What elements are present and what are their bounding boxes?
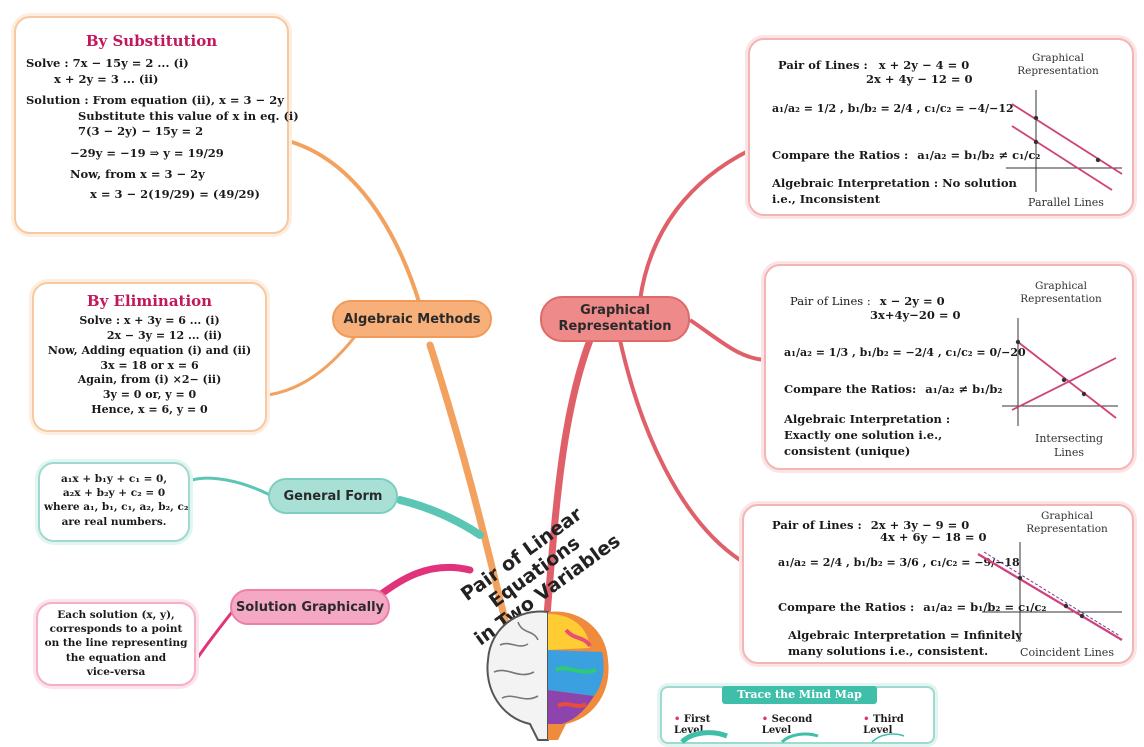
coincident-pair-label: Pair of Lines :	[772, 518, 862, 532]
graphical-representation-node: Graphical Representation	[540, 296, 690, 342]
elimination-line: Again, from (i) ×2− (ii)	[77, 373, 222, 387]
parallel-ratios: a₁/a₂ = 1/2 , b₁/b₂ = 2/4 , c₁/c₂ = −4/−…	[772, 102, 1014, 115]
substitution-line: Solve : 7x − 15y = 2 ... (i)	[26, 56, 189, 70]
parallel-card: Pair of Lines : x + 2y − 4 = 0 2x + 4y −…	[748, 38, 1134, 216]
solution-line: corresponds to a point	[49, 623, 183, 636]
general-form-line: where a₁, b₁, c₁, a₂, b₂, c₂	[44, 501, 189, 514]
elimination-line: 2x − 3y = 12 ... (ii)	[106, 328, 223, 342]
intersecting-compare-label: Compare the Ratios:	[784, 382, 917, 396]
parallel-caption: Parallel Lines	[1028, 196, 1104, 209]
intersecting-pair-label: Pair of Lines :	[790, 294, 871, 308]
elimination-line: Hence, x = 6, y = 0	[91, 403, 208, 417]
parallel-compare-label: Compare the Ratios :	[772, 148, 909, 162]
intersecting-card: Pair of Lines : x − 2y = 0 3x+4y−20 = 0 …	[764, 264, 1134, 470]
intersecting-caption-2: Lines	[1053, 446, 1085, 460]
legend-title-banner: Trace the Mind Map	[722, 686, 877, 704]
elimination-line: Now, Adding equation (i) and (ii)	[47, 343, 252, 357]
parallel-graph-title-1: Graphical	[1031, 52, 1084, 64]
intersecting-interpretation: Algebraic Interpretation :	[784, 412, 951, 426]
coincident-card: Pair of Lines : 2x + 3y − 9 = 0 4x + 6y …	[742, 504, 1134, 664]
legend-curves	[680, 730, 905, 744]
legend-level-1-label: First Level	[674, 714, 711, 736]
algebraic-methods-label: Algebraic Methods	[343, 311, 481, 327]
general-form-line: a₂x + b₂y + c₂ = 0	[62, 487, 166, 500]
substitution-card: By Substitution Solve : 7x − 15y = 2 ...…	[14, 16, 299, 234]
graphical-label-1: Graphical	[580, 303, 650, 319]
parallel-graph-title-2: Representation	[1017, 64, 1099, 77]
coincident-compare-label: Compare the Ratios :	[778, 600, 915, 614]
coincident-interpretation-2: many solutions i.e., consistent.	[788, 644, 989, 658]
solution-line: Each solution (x, y),	[57, 609, 175, 621]
coincident-eq1: 2x + 3y − 9 = 0	[870, 518, 970, 532]
legend-level-2: • Second Level	[761, 714, 813, 736]
parallel-eq2: 2x + 4y − 12 = 0	[866, 72, 973, 86]
elimination-card: By Elimination Solve : x + 3y = 6 ... (i…	[32, 282, 267, 432]
substitution-title: By Substitution	[85, 32, 218, 50]
algebraic-methods-node: Algebraic Methods	[332, 300, 492, 338]
substitution-line: −29y = −19 ⇒ y = 19/29	[70, 145, 224, 160]
parallel-compare: a₁/a₂ = b₁/b₂ ≠ c₁/c₂	[917, 148, 1041, 162]
general-form-line: a₁x + b₁y + c₁ = 0,	[61, 473, 167, 485]
solution-graphically-node: Solution Graphically	[230, 589, 390, 625]
intersecting-compare: a₁/a₂ ≠ b₁/b₂	[925, 382, 1003, 396]
solution-line: on the line representing	[44, 637, 188, 650]
intersecting-graph	[1002, 318, 1118, 426]
intersecting-ratios: a₁/a₂ = 1/3 , b₁/b₂ = −2/4 , c₁/c₂ = 0/−…	[784, 346, 1026, 359]
legend-title: Trace the Mind Map	[737, 688, 862, 701]
coincident-graph-title-1: Graphical	[1040, 510, 1093, 522]
coincident-graph-title-2: Representation	[1026, 522, 1108, 535]
general-form-label: General Form	[283, 488, 383, 504]
general-form-card: a₁x + b₁y + c₁ = 0, a₂x + b₂y + c₂ = 0 w…	[38, 462, 190, 542]
substitution-line: x + 2y = 3 ... (ii)	[54, 71, 159, 86]
elimination-title: By Elimination	[86, 292, 213, 310]
intersecting-eq2: 3x+4y−20 = 0	[870, 308, 961, 322]
intersecting-caption-1: Intersecting	[1035, 432, 1103, 445]
general-form-node: General Form	[268, 478, 398, 514]
legend-level-3-label: Third Level	[863, 714, 904, 736]
coincident-caption: Coincident Lines	[1020, 646, 1114, 659]
graphical-label-2: Representation	[558, 319, 672, 334]
coincident-compare: a₁/a₂ = b₁/b₂ = c₁/c₂	[923, 600, 1047, 614]
coincident-ratios: a₁/a₂ = 2/4 , b₁/b₂ = 3/6 , c₁/c₂ = −9/−…	[778, 556, 1020, 569]
coincident-interpretation: Algebraic Interpretation = Infinitely	[788, 628, 1023, 642]
intersecting-interpretation-2: Exactly one solution i.e.,	[784, 428, 943, 442]
substitution-line: x = 3 − 2(19/29) = (49/29)	[90, 186, 260, 201]
coincident-eq2: 4x + 6y − 18 = 0	[880, 530, 987, 544]
elimination-line: 3y = 0 or, y = 0	[102, 388, 197, 402]
solution-line: vice-versa	[86, 665, 146, 678]
intersecting-graph-title-2: Representation	[1020, 292, 1102, 305]
legend-level-1: • First Level	[674, 714, 711, 736]
parallel-graph	[1006, 90, 1123, 192]
substitution-line: 7(3 − 2y) − 15y = 2	[78, 124, 204, 139]
brain-icon	[486, 610, 609, 741]
general-form-line: are real numbers.	[61, 515, 167, 528]
substitution-line: Substitute this value of x in eq. (i)	[78, 108, 299, 123]
solution-graphically-card: Each solution (x, y), corresponds to a p…	[36, 602, 196, 686]
intersecting-graph-title-1: Graphical	[1034, 280, 1087, 292]
parallel-pair-label: Pair of Lines :	[778, 58, 868, 72]
substitution-line: Solution : From equation (ii), x = 3 − 2…	[26, 93, 284, 108]
legend-level-3: • Third Level	[863, 714, 904, 736]
intersecting-interpretation-3: consistent (unique)	[784, 444, 911, 458]
intersecting-eq1: x − 2y = 0	[879, 294, 945, 308]
solution-graphically-label: Solution Graphically	[235, 599, 385, 615]
coincident-graph	[977, 542, 1123, 642]
substitution-line: Now, from x = 3 − 2y	[70, 167, 205, 182]
elimination-line: 3x = 18 or x = 6	[100, 358, 199, 372]
solution-line: the equation and	[65, 651, 167, 664]
parallel-interpretation-2: i.e., Inconsistent	[772, 192, 881, 206]
legend-level-2-label: Second Level	[761, 714, 813, 736]
legend-card: Trace the Mind Map • First Level • Secon…	[660, 686, 935, 744]
parallel-interpretation: Algebraic Interpretation : No solution	[772, 176, 1017, 190]
parallel-eq1: x + 2y − 4 = 0	[878, 58, 970, 72]
elimination-line: Solve : x + 3y = 6 ... (i)	[79, 314, 220, 327]
